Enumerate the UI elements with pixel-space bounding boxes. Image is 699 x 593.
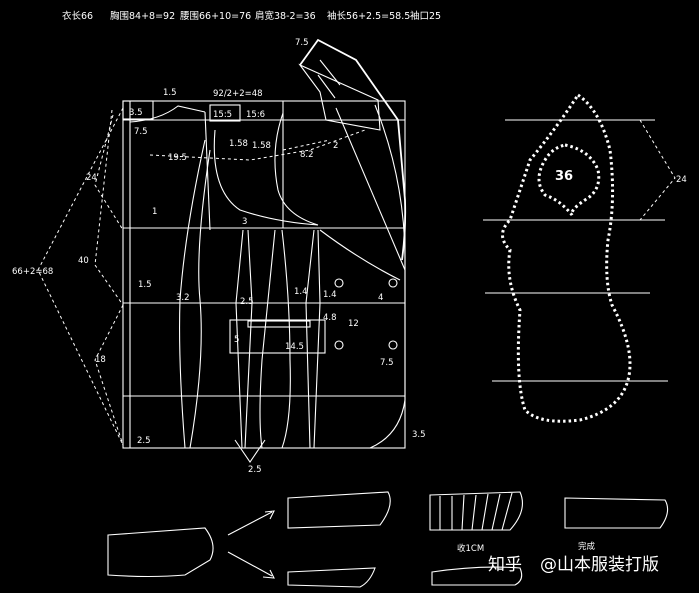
collar-detail (317, 59, 341, 99)
label-40: 40 (78, 256, 89, 266)
bracket-18 (94, 304, 124, 446)
bracket-40 (94, 109, 124, 306)
dimension-brackets (37, 107, 124, 446)
label-2: 2 (333, 141, 338, 151)
label-4: 4 (378, 293, 383, 303)
princess-seam-left-2 (189, 149, 211, 449)
watermark-author: @山本服装打版 (540, 555, 659, 575)
dashed-guide-2 (282, 139, 331, 151)
label-4-8: 4.8 (323, 313, 337, 323)
collar-outline (299, 38, 407, 261)
collar-inner-dashed (537, 143, 601, 216)
piece-finished (564, 497, 669, 529)
collar-inner (298, 63, 381, 131)
label-done-note: 完成 (578, 541, 596, 552)
lapel-line (335, 107, 406, 271)
armhole-curve (274, 112, 319, 226)
watermark: 知乎 @山本服装打版 (488, 555, 659, 575)
neck-box (122, 100, 154, 120)
draft-labels: 92/2+2=48 1.5 3.5 7.5 15:5 15:6 19.5 1.5… (12, 38, 426, 475)
label-3: 3 (242, 217, 247, 227)
label-1-4a: 1.4 (294, 287, 308, 297)
label-24: 24 (86, 173, 97, 183)
side-seam (369, 104, 406, 449)
label-5: 5 (234, 335, 239, 345)
measure-length: 衣长66 (62, 10, 93, 22)
label-7-5-top: 7.5 (295, 38, 309, 48)
label-fold-note: 收1CM (457, 543, 484, 554)
label-15-5: 15:5 (213, 110, 232, 120)
label-7-5: 7.5 (134, 127, 148, 137)
button-icon (334, 340, 344, 350)
dashed-guide-1 (123, 119, 366, 161)
label-19-5: 19.5 (168, 153, 187, 163)
label-12: 12 (348, 319, 359, 329)
measure-cuff: 袖口25 (410, 10, 441, 22)
label-1-5: 1.5 (163, 88, 177, 98)
process-diagrams: 收1CM 完成 (107, 491, 669, 588)
label-1-5-waist: 1.5 (138, 280, 152, 290)
piece-original (107, 527, 214, 578)
label-2-5: 2.5 (240, 297, 254, 307)
button-icon (388, 340, 398, 350)
princess-seam-right-2 (281, 229, 291, 449)
hem-point (234, 439, 266, 463)
side-shape-line (319, 229, 401, 281)
bodice-draft (122, 100, 406, 463)
measure-shoulder: 肩宽38-2=36 (255, 10, 316, 22)
armhole-curve-2 (213, 129, 319, 226)
button-icon (334, 278, 344, 288)
piece-folded (431, 566, 523, 586)
label-3-5: 3.5 (129, 108, 143, 118)
collar-pattern: 24 36 (483, 92, 687, 423)
pocket (229, 319, 326, 354)
neck-box-2 (209, 104, 241, 122)
label-8-2: 8.2 (300, 150, 314, 160)
dart-front-1 (235, 229, 244, 449)
label-2-5-hem: 2.5 (137, 436, 151, 446)
label-15-6: 15:6 (246, 110, 265, 120)
measurement-header: 衣长66 胸围84+8=92 腰围66+10=76 肩宽38-2=36 袖长56… (62, 10, 441, 22)
label-1-58b: 1.58 (252, 141, 271, 151)
watermark-platform: 知乎 (488, 555, 522, 575)
label-1: 1 (152, 207, 157, 217)
princess-seam-left (179, 139, 206, 449)
label-18: 18 (95, 355, 106, 365)
label-7-5-side: 7.5 (380, 358, 394, 368)
measure-bust: 胸围84+8=92 (110, 10, 175, 22)
pocket-flap (247, 320, 311, 328)
slash-lines (439, 492, 513, 531)
arrow-up (227, 510, 275, 536)
label-3-2: 3.2 (176, 293, 190, 303)
collar-stand-piece (298, 38, 407, 271)
piece-split-bottom (287, 567, 376, 588)
label-2-5-point: 2.5 (248, 465, 262, 475)
measure-sleeve: 袖长56+2.5=58.5 (327, 10, 410, 22)
label-1-4b: 1.4 (323, 290, 337, 300)
button-icon (388, 278, 398, 288)
measure-waist: 腰围66+10=76 (180, 11, 251, 22)
bracket-24 (94, 114, 124, 231)
dart-side-2 (313, 229, 321, 449)
arrow-down (227, 551, 275, 579)
bracket-hem (37, 107, 124, 446)
label-side-24: 24 (676, 175, 687, 185)
dart-side-1 (305, 229, 315, 449)
label-1-58a: 1.58 (229, 139, 248, 149)
collar-outer-dashed (501, 92, 632, 423)
label-half-bust: 92/2+2=48 (213, 89, 263, 99)
neckline (129, 105, 206, 123)
label-14-5: 14.5 (285, 342, 304, 352)
label-collar-36: 36 (555, 169, 573, 184)
princess-seam-right (259, 229, 276, 449)
label-3-5-side: 3.5 (412, 430, 426, 440)
piece-split-top (287, 491, 391, 529)
label-hem-length: 66+2=68 (12, 267, 53, 277)
dart-front-2 (244, 229, 253, 449)
collar-bracket (639, 119, 676, 221)
button-marks (334, 278, 398, 350)
piece-slashed (429, 491, 523, 531)
